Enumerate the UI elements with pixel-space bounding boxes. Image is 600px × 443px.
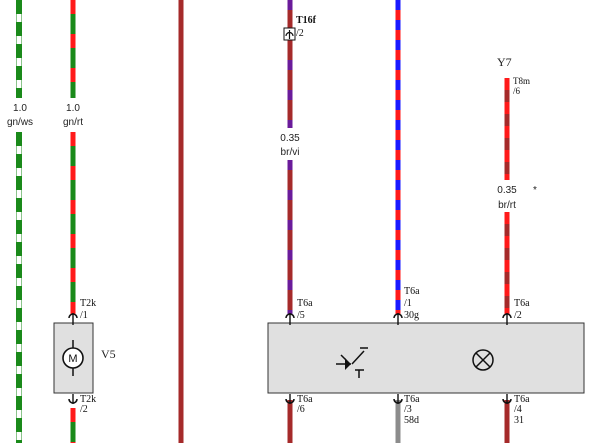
wire-1-upper [16, 0, 22, 98]
motor-icon: M [62, 340, 84, 376]
pin-t6a-out2[interactable] [393, 394, 403, 404]
wire-5-out [395, 400, 401, 443]
connector-t16f-name: T16f [296, 15, 317, 26]
bulb-designator: Y7 [497, 55, 512, 69]
connector-t6a-in2-extra: 30g [404, 310, 419, 321]
wire-2-mid-base [70, 132, 76, 314]
wire-3 [178, 0, 184, 443]
wire-5-base [395, 0, 401, 314]
connector-t8m-pin: /6 [513, 86, 521, 96]
connector-t16f-pin: /2 [296, 28, 304, 39]
connector-t2k-bottom-name: T2k [80, 394, 96, 405]
wire1-color-label: gn/ws [7, 117, 33, 128]
wire-6-lower [504, 212, 510, 314]
wire6-size-label: 0.35 [497, 185, 517, 196]
motor-designator: V5 [101, 347, 116, 361]
motor-symbol-label: M [68, 353, 77, 365]
connector-t2k-bottom-pin: /2 [80, 404, 88, 415]
connector-t6a-in3-name: T6a [514, 298, 530, 309]
labels-layer: 1.0 gn/ws 1.0 gn/rt 0.35 br/vi 0.35 br/r… [7, 15, 537, 426]
wire-4-lower-base [287, 160, 293, 314]
pin-t6a-out3[interactable] [502, 394, 512, 404]
wire-2-lower [70, 408, 76, 443]
connector-t2k-top-name: T2k [80, 298, 96, 309]
switch-icon [336, 347, 368, 378]
lamp-icon [472, 349, 494, 371]
pin-t6a-in2[interactable] [393, 313, 403, 325]
connector-t6a-out2-extra: 58d [404, 415, 419, 426]
wire-2-mid [70, 132, 76, 314]
connector-t16f[interactable]: T16f /2 [283, 15, 317, 41]
asterisk-mark: * [533, 185, 537, 196]
connector-t6a-out2-pin: /3 [404, 404, 412, 415]
wire4-size-label: 0.35 [280, 133, 300, 144]
connector-t6a-out2-name: T6a [404, 394, 420, 405]
connector-t6a-out3-name: T6a [514, 394, 530, 405]
wire-2-lower-base [70, 408, 76, 443]
connector-t6a-in2-pin: /1 [404, 298, 412, 309]
wire-5 [395, 0, 401, 314]
pin-t6a-in3[interactable] [502, 313, 512, 325]
pin-t2k-top[interactable] [68, 313, 78, 325]
wires-layer [16, 0, 510, 443]
wire-6-upper [504, 78, 510, 180]
pins-layer [68, 313, 512, 404]
pin-t6a-in1[interactable] [285, 313, 295, 325]
wire-4-out [287, 400, 293, 443]
wire-1-lower [16, 132, 22, 443]
wire-6-out [504, 400, 510, 443]
connector-t6a-out1-pin: /6 [297, 404, 305, 415]
connector-t6a-in1-name: T6a [297, 298, 313, 309]
wire-4-upper [287, 0, 293, 128]
connector-t6a-out1-name: T6a [297, 394, 313, 405]
connector-t8m-name: T8m [513, 76, 530, 86]
pin-t6a-out1[interactable] [285, 394, 295, 404]
wire6-color-label: br/rt [498, 200, 516, 211]
connector-t6a-in3-pin: /2 [514, 310, 522, 321]
wire4-color-label: br/vi [281, 147, 300, 158]
wire-4-lower [287, 160, 293, 314]
wire2-color-label: gn/rt [63, 117, 83, 128]
connector-t6a-out3-extra: 31 [514, 415, 524, 426]
connector-t6a-in1-pin: /5 [297, 310, 305, 321]
wire-2-upper-base [70, 0, 76, 98]
components-layer: M V5 [53, 322, 585, 394]
wire2-size-label: 1.0 [66, 103, 80, 114]
connector-t2k-top-pin: /1 [80, 310, 88, 321]
pin-t2k-bottom[interactable] [68, 394, 78, 404]
connector-t6a-in2-name: T6a [404, 286, 420, 297]
switch-unit-box[interactable] [267, 322, 585, 394]
wire-2-upper [70, 0, 76, 98]
connector-t6a-out3-pin: /4 [514, 404, 522, 415]
wire1-size-label: 1.0 [13, 103, 27, 114]
